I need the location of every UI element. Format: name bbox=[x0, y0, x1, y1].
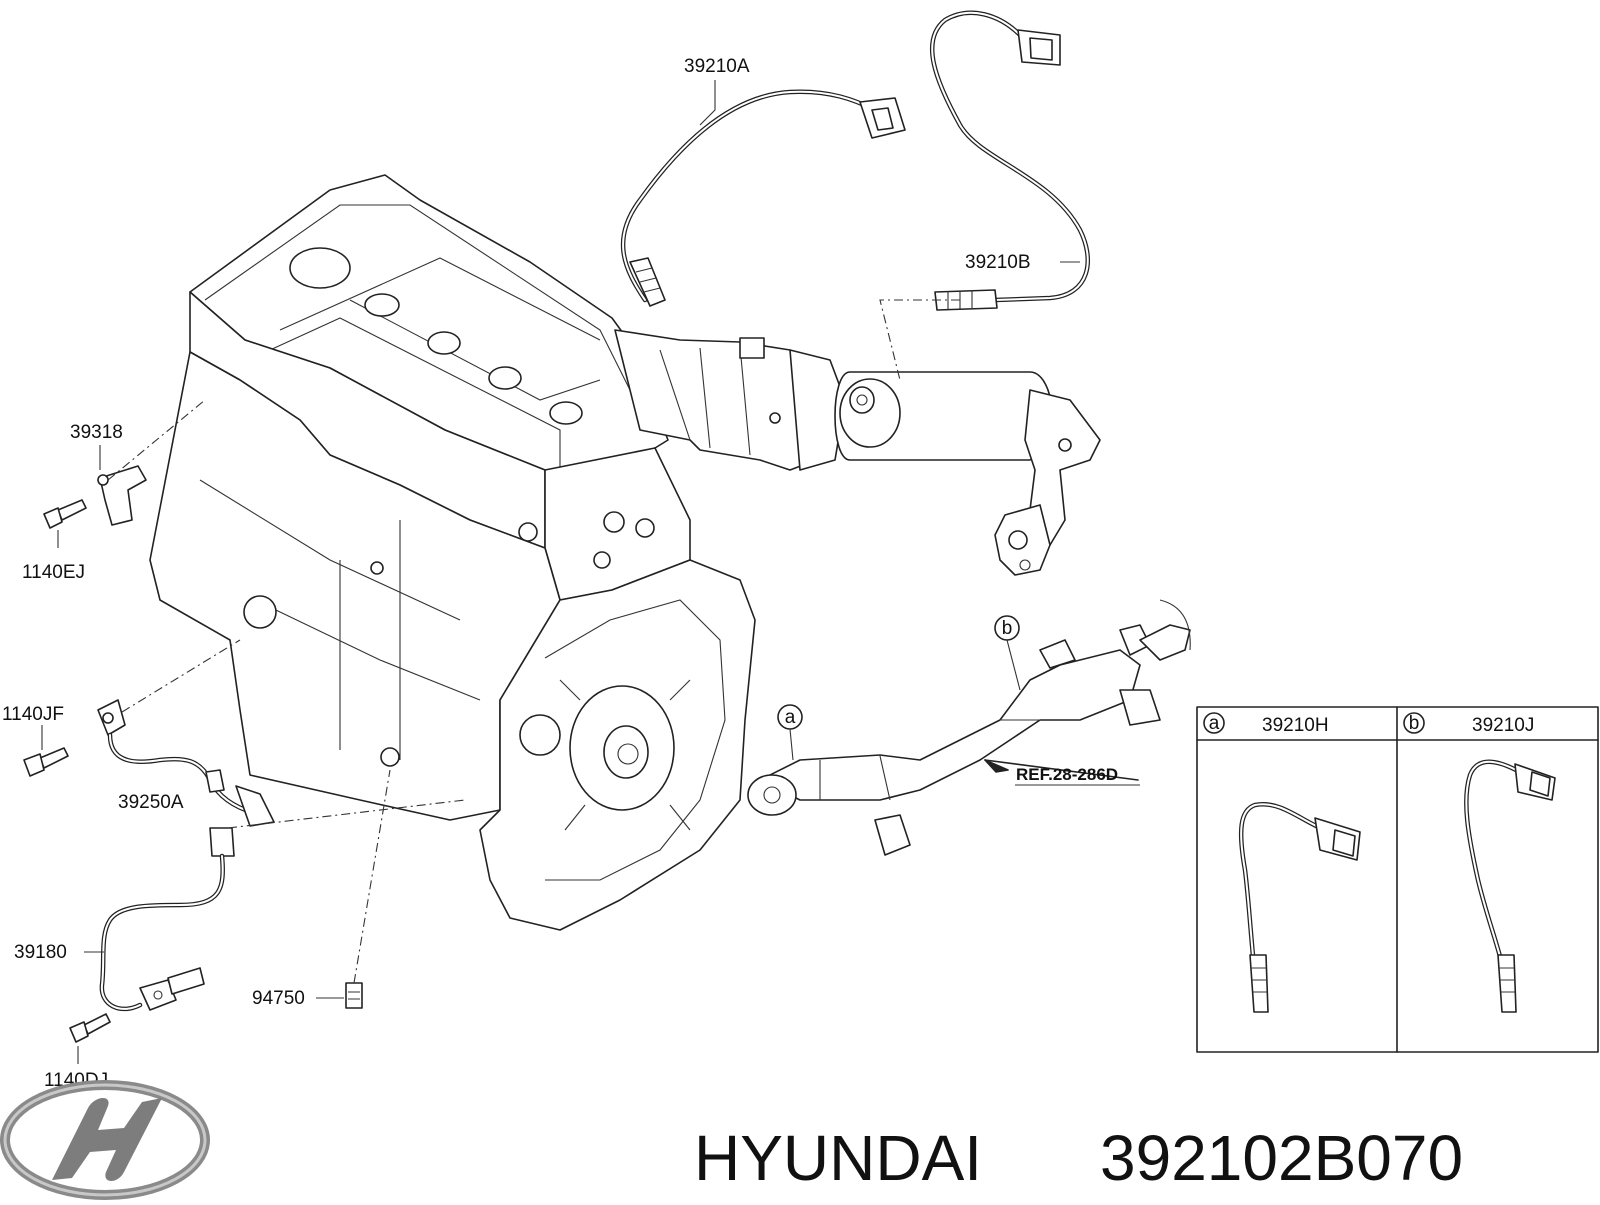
cam-position-sensor-39318 bbox=[97, 465, 147, 526]
knock-sensor-39250a bbox=[97, 699, 275, 827]
crank-position-sensor-39180 bbox=[99, 827, 235, 1012]
label-39210b: 39210B bbox=[965, 252, 1031, 273]
inset-cell-a: a 39210H bbox=[1203, 712, 1361, 1013]
part-caption: HYUNDAI 392102B070 bbox=[694, 1122, 1463, 1194]
engine-assembly bbox=[149, 174, 756, 931]
part-labels: 39210A 39210B 39318 1140EJ 1140JF 39250A… bbox=[2, 56, 1118, 1091]
label-1140jf: 1140JF bbox=[2, 704, 64, 725]
callout-b-marker: b bbox=[994, 615, 1021, 691]
variant-inset-table: a 39210H b 39210J bbox=[1196, 706, 1599, 1053]
inset-cell-b-part-number: 39210J bbox=[1472, 715, 1534, 736]
inset-cell-a-letter: a bbox=[1209, 713, 1220, 734]
leader-lines bbox=[41, 80, 1140, 1064]
label-94750: 94750 bbox=[252, 988, 305, 1009]
caption-brand: HYUNDAI bbox=[694, 1122, 982, 1194]
inset-cell-b-letter: b bbox=[1409, 713, 1420, 734]
oil-pressure-switch-94750 bbox=[345, 982, 363, 1009]
bolt-1140jf bbox=[23, 747, 69, 777]
oxygen-sensor-39210j-drawing bbox=[1464, 759, 1556, 1013]
front-exhaust-pipe-assembly: a b bbox=[747, 599, 1191, 856]
inset-cell-a-part-number: 39210H bbox=[1262, 715, 1329, 736]
label-39318: 39318 bbox=[70, 422, 123, 443]
hyundai-logo bbox=[0, 1080, 210, 1200]
callout-a-marker: a bbox=[777, 704, 803, 761]
oxygen-sensor-39210b bbox=[929, 10, 1090, 311]
exhaust-manifold-assembly bbox=[614, 329, 1101, 576]
inset-cell-b: b 39210J bbox=[1403, 712, 1556, 1013]
oxygen-sensor-39210h-drawing bbox=[1238, 801, 1361, 1013]
oxygen-sensor-39210a bbox=[620, 89, 906, 307]
callout-a-letter: a bbox=[785, 707, 796, 728]
bolt-1140ej bbox=[43, 499, 87, 529]
callout-b-letter: b bbox=[1002, 618, 1013, 639]
label-39210a: 39210A bbox=[684, 56, 750, 77]
label-39250a: 39250A bbox=[118, 792, 184, 813]
label-1140ej: 1140EJ bbox=[22, 562, 85, 583]
bolt-1140dj bbox=[69, 1013, 111, 1043]
caption-part-number: 392102B070 bbox=[1100, 1122, 1463, 1194]
label-39180: 39180 bbox=[14, 942, 67, 963]
label-ref-28-286d: REF.28-286D bbox=[1016, 765, 1118, 784]
